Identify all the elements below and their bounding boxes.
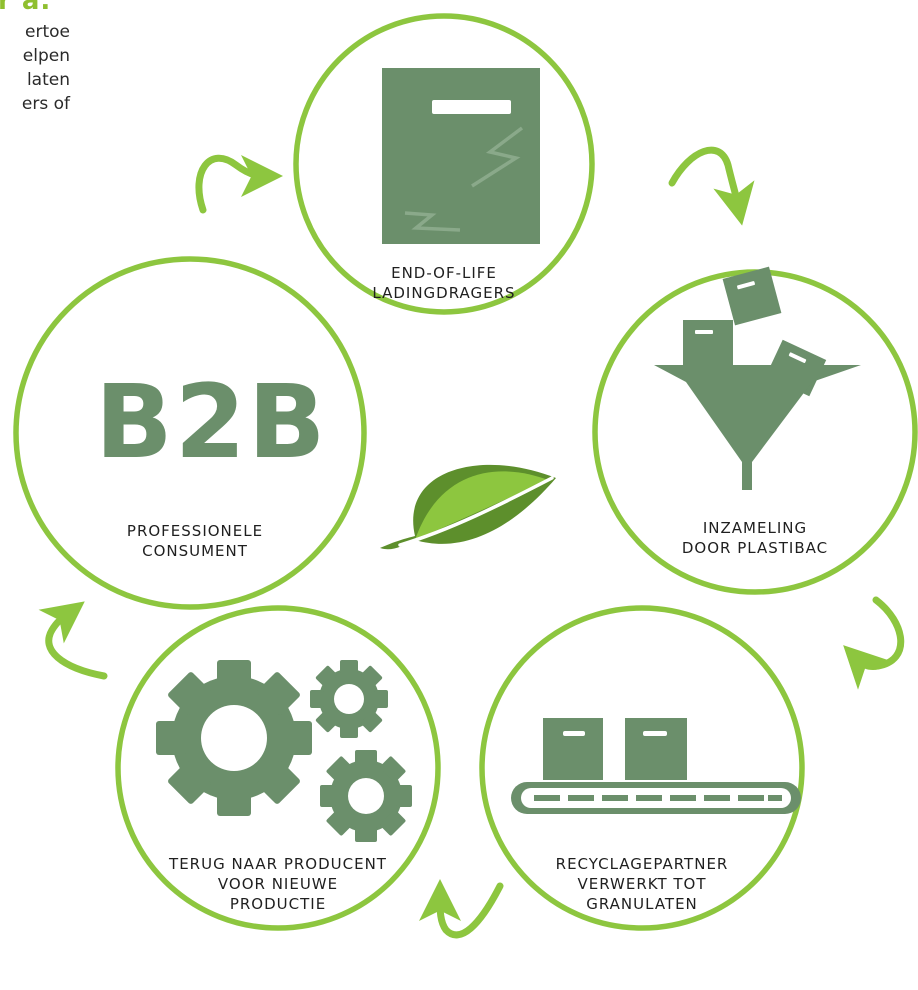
stage-label-professionele-consument: PROFESSIONELE CONSUMENT	[90, 521, 300, 561]
stage-label-recyclagepartner: RECYCLAGEPARTNER VERWERKT TOT GRANULATEN	[522, 854, 762, 914]
stage-label-terug-naar-producent: TERUG NAAR PRODUCENT VOOR NIEUWE PRODUCT…	[148, 854, 408, 914]
stage-label-end-of-life: END-OF-LIFE LADINGDRAGERS	[334, 263, 554, 303]
leaf-icon	[380, 464, 556, 550]
label-line: LADINGDRAGERS	[372, 284, 516, 302]
b2b-icon: B2B	[95, 363, 328, 482]
circle-professionele-consument	[13, 256, 367, 610]
damaged-crate-icon	[382, 68, 540, 244]
cycle-arrows	[38, 146, 905, 939]
label-line: END-OF-LIFE	[391, 264, 497, 282]
label-line: TERUG NAAR PRODUCENT	[169, 855, 387, 873]
arrow-producent-to-consumer-icon	[38, 601, 108, 680]
label-line: DOOR PLASTIBAC	[681, 539, 829, 557]
label-line: PROFESSIONELE	[126, 522, 264, 540]
arrow-inzameling-to-recyclage-icon	[843, 596, 905, 690]
label-line: PRODUCTIE	[229, 895, 327, 913]
header-fragment: r a.	[0, 0, 52, 16]
label-line: INZAMELING	[702, 519, 808, 537]
label-line: VERWERKT TOT	[577, 875, 707, 893]
arrow-recyclage-to-producent-icon	[419, 879, 504, 939]
intro-line: ertoe	[25, 22, 70, 42]
intro-line: elpen	[22, 46, 70, 66]
arrow-endoflife-to-inzameling-icon	[668, 146, 755, 226]
arrow-consumer-to-endoflife-icon	[195, 154, 283, 214]
funnel-crates-icon	[654, 266, 861, 490]
intro-line: ers of	[21, 94, 70, 114]
intro-paragraph: ertoe elpen laten ers of	[22, 20, 70, 116]
label-line: CONSUMENT	[142, 542, 248, 560]
stage-label-inzameling: INZAMELING DOOR PLASTIBAC	[640, 518, 870, 558]
intro-line: laten	[26, 70, 70, 90]
label-line: RECYCLAGEPARTNER	[555, 855, 729, 873]
label-line: VOOR NIEUWE	[217, 875, 339, 893]
gears-icon	[156, 660, 412, 842]
label-line: GRANULATEN	[586, 895, 698, 913]
conveyor-belt-icon	[511, 718, 801, 814]
